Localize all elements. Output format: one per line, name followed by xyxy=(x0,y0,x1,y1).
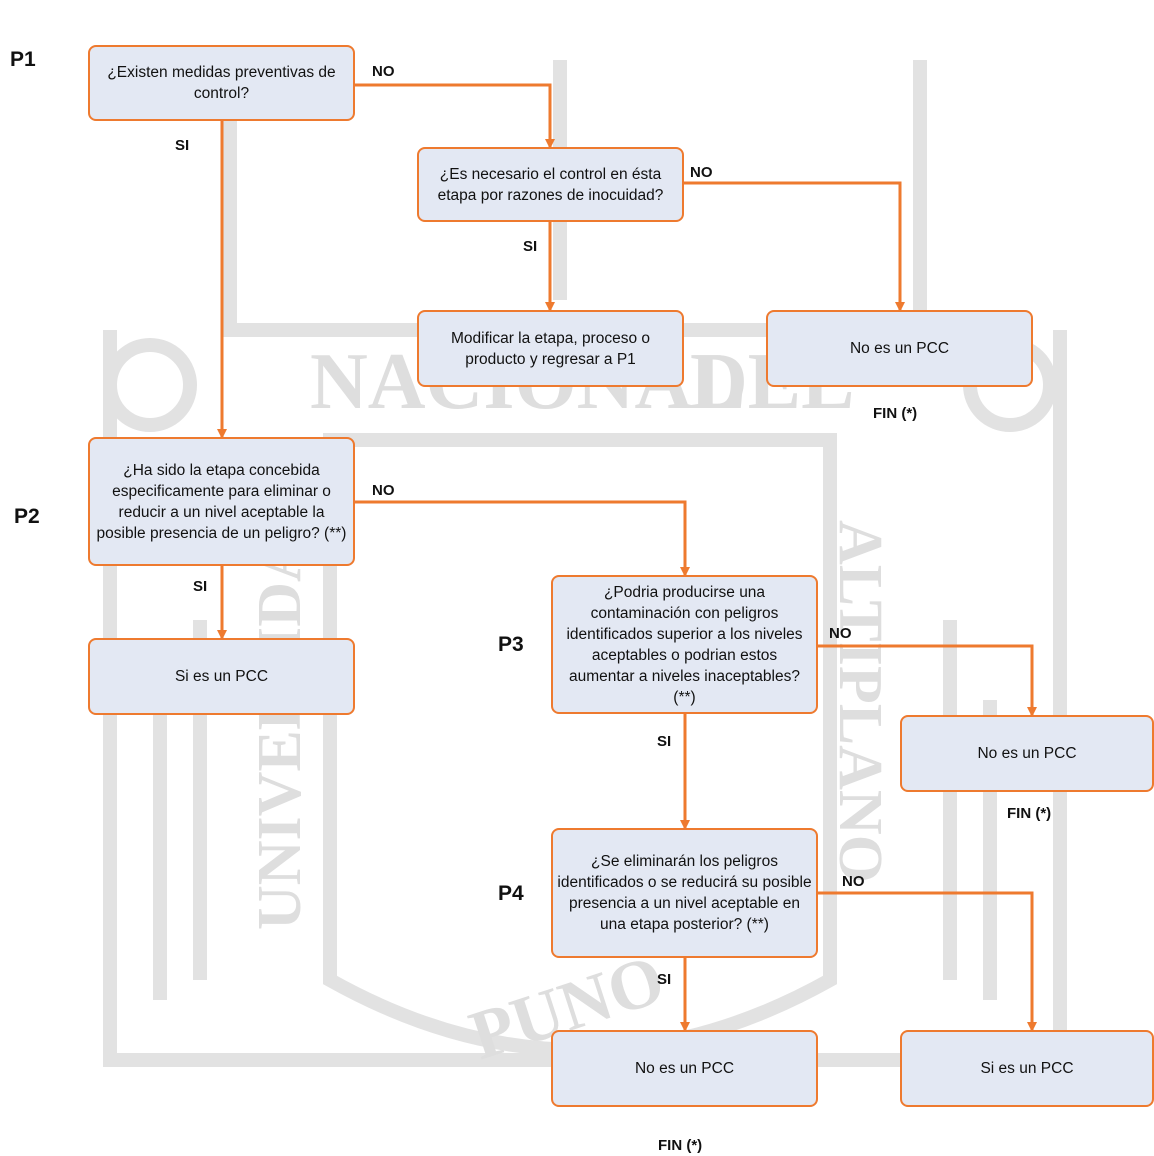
question-later-stage: ¿Se eliminarán los peligros identificado… xyxy=(551,828,818,958)
step-label-p4: P4 xyxy=(498,882,524,905)
node-text: ¿Ha sido la etapa concebida especificame… xyxy=(96,461,347,542)
edge-label-q4-si: SI xyxy=(657,971,672,988)
node-text: Modificar la etapa, proceso o producto y… xyxy=(450,329,651,368)
edge-label-q4-no: NO xyxy=(842,873,865,890)
edge-label-q2-no: NO xyxy=(372,482,395,499)
node-text: ¿Existen medidas preventivas de control? xyxy=(107,64,336,102)
question-contamination: ¿Podria producirse una contaminación con… xyxy=(551,575,818,714)
result-is-pcc-1: Si es un PCC xyxy=(88,638,355,715)
step-label-p2: P2 xyxy=(14,505,40,528)
step-label-p3: P3 xyxy=(498,633,524,656)
end-label-1: FIN (*) xyxy=(873,405,918,422)
result-not-pcc-2: No es un PCC xyxy=(900,715,1154,792)
edge-label-q3-si: SI xyxy=(657,733,672,750)
watermark-altiplano: ALTIPLANO xyxy=(826,520,894,883)
question-stage-designed: ¿Ha sido la etapa concebida especificame… xyxy=(88,437,355,566)
end-label-3: FIN (*) xyxy=(658,1137,703,1154)
node-text: ¿Es necesario el control en ésta etapa p… xyxy=(437,165,664,204)
action-modify-stage: Modificar la etapa, proceso o producto y… xyxy=(417,310,684,387)
question-preventive-measures: ¿Existen medidas preventivas de control? xyxy=(88,45,355,121)
node-text: No es un PCC xyxy=(849,340,950,357)
result-not-pcc-1: No es un PCC xyxy=(766,310,1033,387)
edge-label-q1-si: SI xyxy=(175,137,190,154)
question-control-necessary: ¿Es necesario el control en ésta etapa p… xyxy=(417,147,684,222)
end-label-2: FIN (*) xyxy=(1007,805,1052,822)
edge-label-q2-si: SI xyxy=(193,578,208,595)
edge-q1b-no xyxy=(684,181,905,312)
edge-label-q1-no: NO xyxy=(372,63,395,80)
edge-label-q3-no: NO xyxy=(829,625,852,642)
node-text: ¿Se eliminarán los peligros identificado… xyxy=(557,853,812,933)
edge-q3-no xyxy=(818,644,1037,717)
edge-q2-no xyxy=(355,500,690,577)
node-text: Si es un PCC xyxy=(174,668,269,685)
edge-q1-no xyxy=(355,83,555,149)
node-text: ¿Podria producirse una contaminación con… xyxy=(566,583,803,706)
edge-q4-no xyxy=(818,891,1037,1032)
node-text: No es un PCC xyxy=(634,1060,735,1077)
node-text: No es un PCC xyxy=(977,745,1077,762)
step-label-p1: P1 xyxy=(10,48,36,71)
edge-label-q1b-no: NO xyxy=(690,164,713,181)
result-is-pcc-2: Si es un PCC xyxy=(900,1030,1154,1107)
node-text: Si es un PCC xyxy=(980,1060,1074,1077)
result-not-pcc-3: No es un PCC xyxy=(551,1030,818,1107)
edge-label-q1b-si: SI xyxy=(523,238,538,255)
